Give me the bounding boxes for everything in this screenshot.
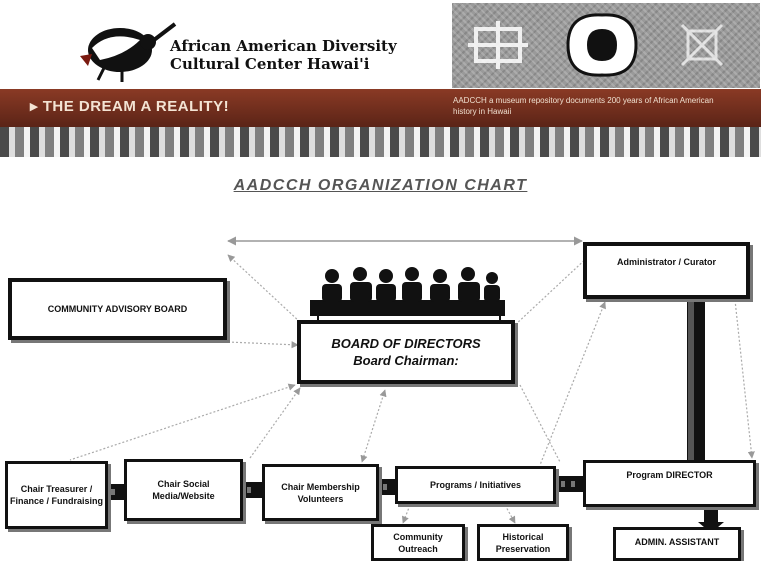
chart-title: AADCCH ORGANIZATION CHART: [233, 177, 528, 194]
org-name-line1: African American Diversity: [170, 37, 397, 55]
community-outreach-box: Community Outreach: [371, 524, 465, 561]
board-of-directors-label: BOARD OF DIRECTORS: [331, 336, 481, 351]
chair-social-media-box: Chair Social Media/Website: [124, 459, 243, 521]
tagline-banner: ▸ THE DREAM A REALITY! AADCCH a museum r…: [0, 89, 761, 127]
community-advisory-board-box: COMMUNITY ADVISORY BOARD: [8, 278, 227, 340]
adinkra-symbols-icon: [468, 13, 724, 77]
site-header: African American Diversity Cultural Cent…: [0, 0, 761, 160]
bird-logo-icon: [80, 22, 177, 82]
logo[interactable]: African American Diversity Cultural Cent…: [70, 10, 430, 85]
kente-cloth-strip: [0, 127, 761, 157]
program-director-box: Program DIRECTOR: [583, 460, 756, 507]
board-meeting-icon: [310, 267, 505, 316]
admin-assistant-box: ADMIN. ASSISTANT: [613, 527, 741, 561]
org-name-line2: Cultural Center Hawai'i: [170, 55, 370, 73]
historical-preservation-box: Historical Preservation: [477, 524, 569, 561]
board-of-directors-box: BOARD OF DIRECTORS Board Chairman:: [297, 320, 515, 384]
banner-description: AADCCH a museum repository documents 200…: [453, 96, 714, 116]
adinkra-pattern-panel: [452, 3, 760, 88]
chair-membership-box: Chair Membership Volunteers: [262, 464, 379, 521]
programs-initiatives-box: Programs / Initiatives: [395, 466, 556, 504]
board-chairman-label: Board Chairman:: [353, 353, 459, 368]
chair-treasurer-box: Chair Treasurer / Finance / Fundraising: [5, 461, 108, 529]
administrator-curator-box: Administrator / Curator: [583, 242, 750, 299]
banner-title[interactable]: ▸ THE DREAM A REALITY!: [30, 98, 230, 115]
